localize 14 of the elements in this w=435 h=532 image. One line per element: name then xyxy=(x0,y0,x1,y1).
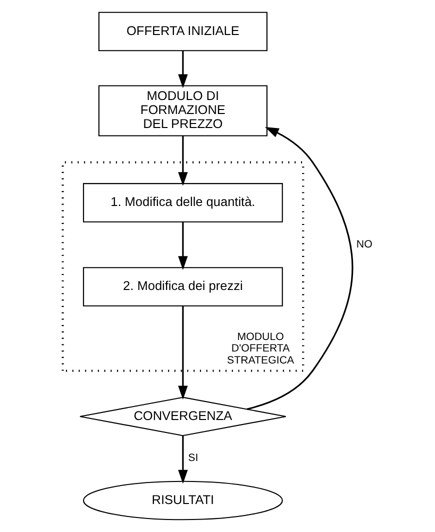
edge-label: NO xyxy=(356,238,372,250)
arrow xyxy=(178,306,188,400)
arrow xyxy=(246,126,354,410)
node-ellipse: RISULTATI xyxy=(82,480,283,520)
arrow xyxy=(178,136,188,186)
arrow xyxy=(178,222,188,270)
arrow xyxy=(178,436,188,484)
node-box: MODULO DI FORMAZIONE DEL PREZZO xyxy=(98,85,268,136)
node-diamond: CONVERGENZA xyxy=(79,396,286,436)
node-box: 1. Modifica delle quantità. xyxy=(82,183,283,222)
edge-label: SI xyxy=(188,452,198,464)
arrow xyxy=(178,50,188,88)
node-box: OFFERTA INIZIALE xyxy=(98,12,268,52)
node-box: 2. Modifica dei prezzi xyxy=(82,267,283,306)
